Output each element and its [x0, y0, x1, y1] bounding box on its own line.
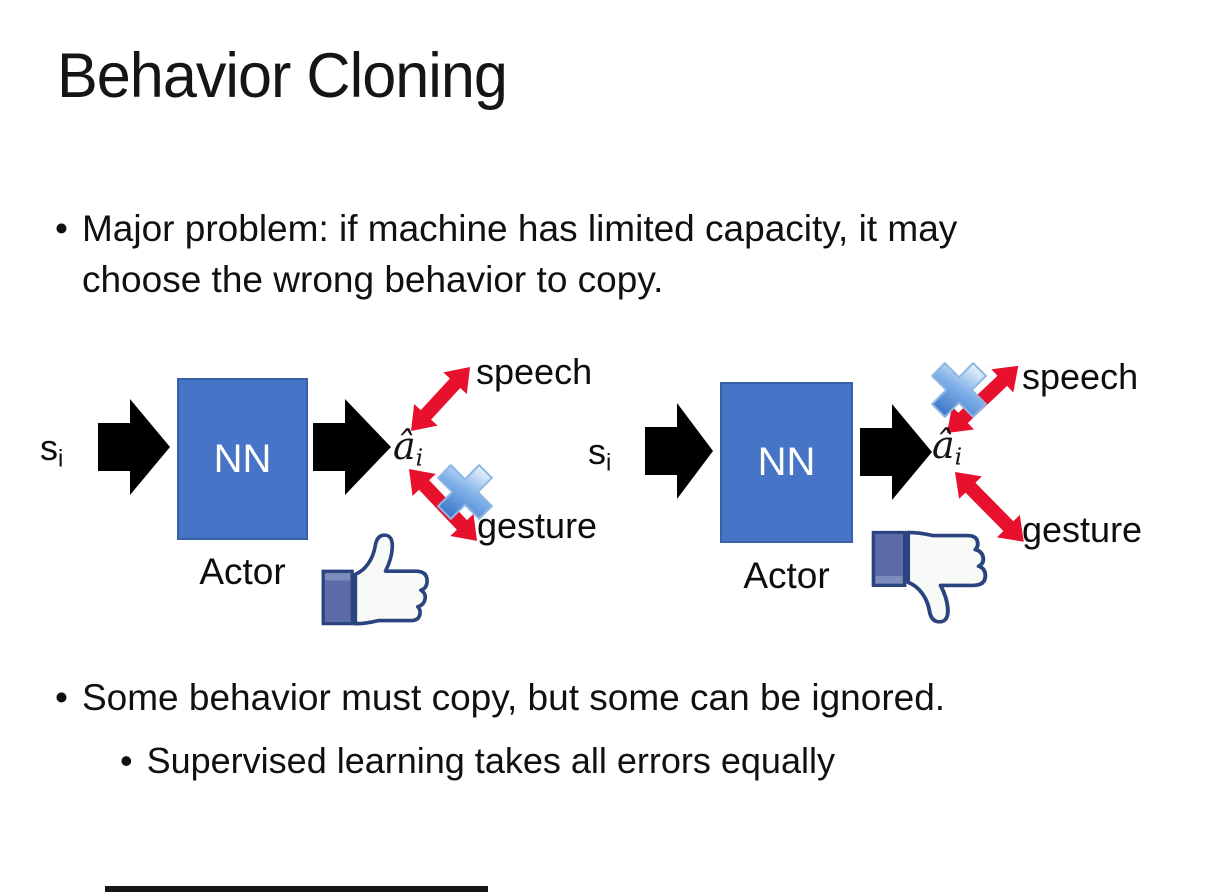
- gesture-arrow-right: [955, 472, 1024, 542]
- speech-label-left: speech: [476, 351, 593, 392]
- action-symbol: â: [393, 424, 416, 468]
- bullet-supervised-learning-text: Supervised learning takes all errors equ…: [146, 740, 835, 781]
- nn-box-label: NN: [757, 440, 816, 484]
- speech-label-right: speech: [1022, 356, 1139, 397]
- cross-out-icon-left: [437, 464, 493, 520]
- flow-arrow-right-in: [645, 403, 713, 499]
- bullet-major-problem-text: Major problem: if machine has limited ca…: [81, 208, 958, 301]
- bullet-some-behavior: • Some behavior must copy, but some can …: [55, 672, 1175, 723]
- flow-arrow-left-in: [98, 399, 170, 495]
- flow-arrow-left-out: [313, 399, 391, 495]
- output-action-label-right: âi: [932, 423, 962, 471]
- output-action-label-left: âi: [393, 424, 423, 472]
- speech-arrow-left: [411, 367, 470, 431]
- state-subscript: i: [606, 449, 612, 477]
- gesture-label-right: gesture: [1022, 509, 1143, 550]
- thumbs-down-icon: [871, 530, 988, 624]
- bullet-major-problem: • Major problem: if machine has limited …: [55, 203, 1040, 305]
- action-symbol: â: [932, 423, 955, 467]
- thumbs-up-icon: [321, 533, 429, 626]
- input-state-label-right: si: [588, 432, 611, 477]
- input-state-label-left: si: [40, 428, 63, 473]
- nn-box-label: NN: [213, 436, 272, 481]
- state-subscript: i: [58, 445, 64, 473]
- action-subscript: i: [415, 443, 424, 472]
- clipped-text-artifact: [105, 886, 488, 892]
- nn-box-right: NN: [720, 382, 853, 543]
- bullet-supervised-learning: • Supervised learning takes all errors e…: [120, 736, 1120, 786]
- cross-out-icon-right: [931, 362, 987, 418]
- actor-label-right: Actor: [743, 555, 830, 596]
- actor-label-left: Actor: [199, 551, 286, 592]
- state-symbol: s: [40, 427, 58, 468]
- bullet-marker: •: [55, 208, 68, 249]
- speech-arrow-right: [947, 365, 1019, 433]
- bullet-marker: •: [55, 677, 68, 718]
- bullet-some-behavior-text: Some behavior must copy, but some can be…: [81, 677, 946, 718]
- state-symbol: s: [588, 431, 606, 472]
- action-subscript: i: [954, 442, 963, 471]
- gesture-label-left: gesture: [477, 505, 598, 546]
- bullet-marker: •: [120, 740, 133, 781]
- flow-arrow-right-out: [860, 404, 932, 500]
- nn-box-left: NN: [177, 378, 308, 540]
- page-title: Behavior Cloning: [57, 41, 508, 111]
